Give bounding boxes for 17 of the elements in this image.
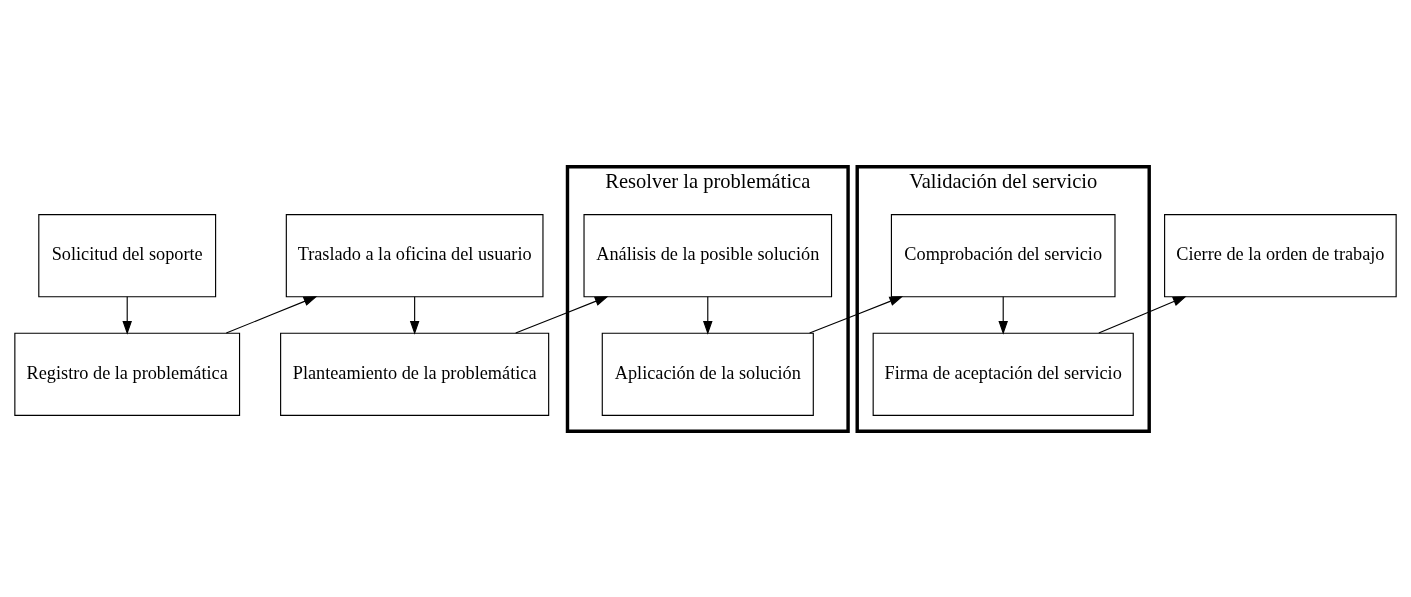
arrow	[1098, 295, 1187, 334]
node-box: Planteamiento de la problemática	[280, 332, 550, 416]
node-box: Análisis de la posible solución	[583, 213, 833, 297]
node-box: Aplicación de la solución	[601, 332, 814, 416]
node-box: Comprobación del servicio	[890, 213, 1116, 297]
arrow	[122, 295, 132, 335]
arrow	[225, 295, 318, 334]
arrow	[515, 295, 609, 334]
node-box: Solicitud del soporte	[38, 213, 217, 297]
arrow	[409, 295, 420, 335]
node-box: Traslado a la oficina del usuario	[285, 213, 544, 297]
arrow	[703, 295, 713, 335]
arrow	[809, 295, 904, 334]
arrow	[998, 295, 1008, 335]
node-box: Cierre de la orden de trabajo	[1164, 213, 1397, 297]
node-box: Firma de aceptación del servicio	[872, 332, 1134, 416]
node-box: Registro de la problemática	[14, 332, 241, 416]
